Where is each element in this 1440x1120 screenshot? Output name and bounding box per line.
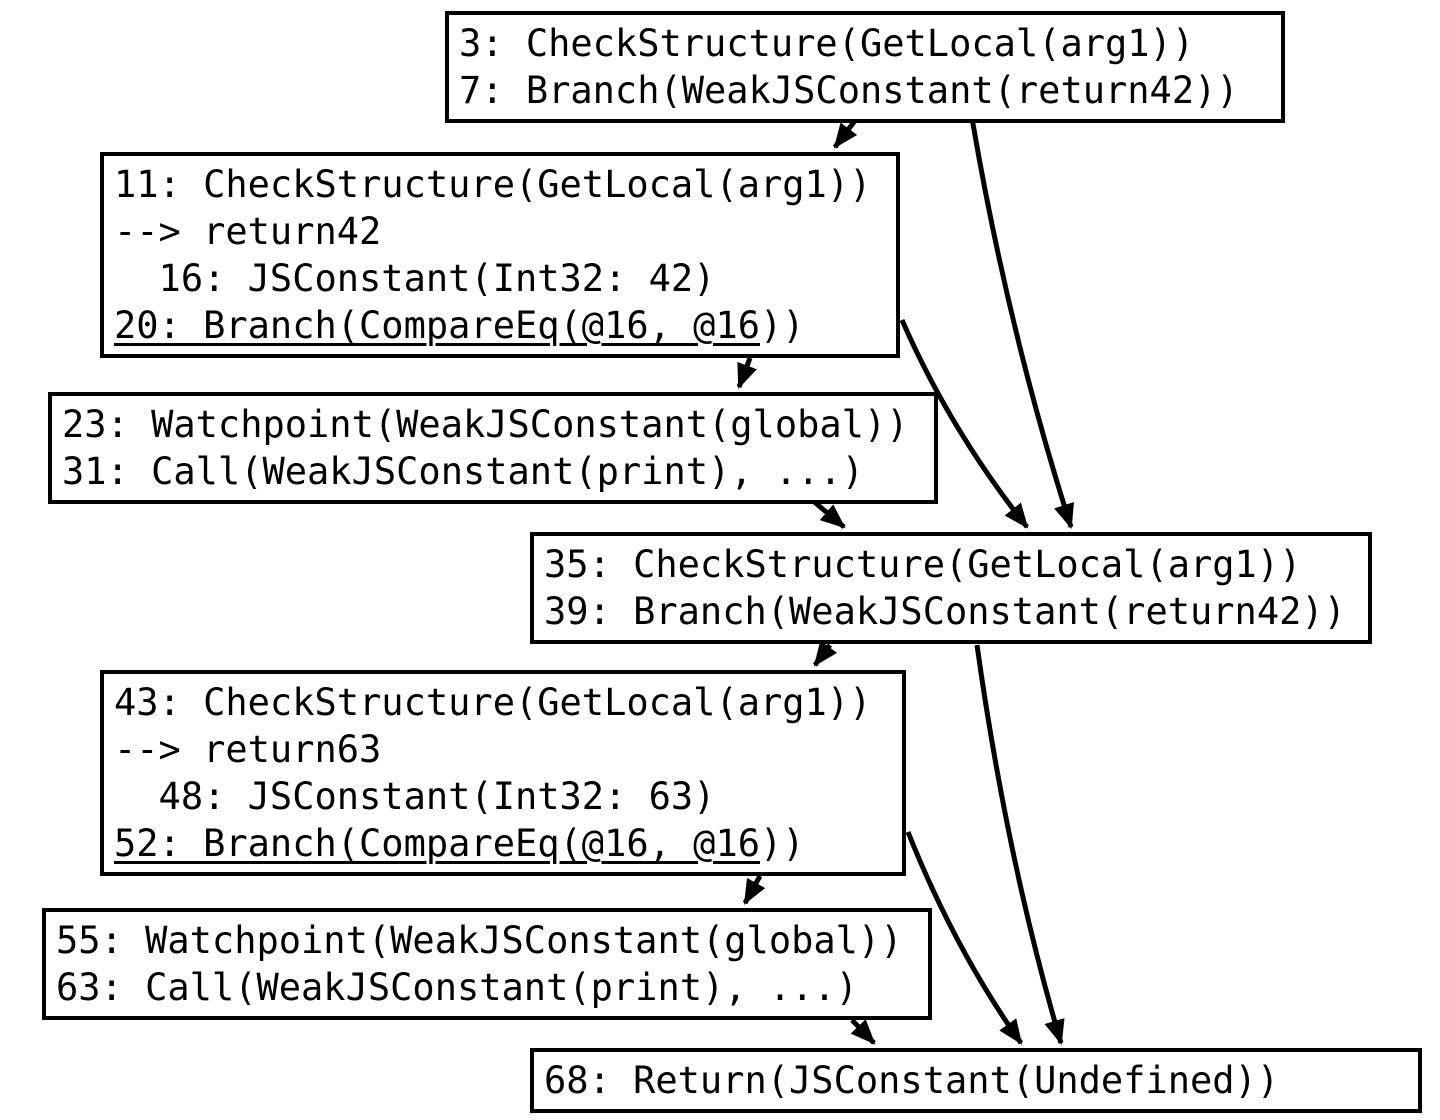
edge-block-43-to-block-55 <box>742 874 766 905</box>
instruction-line: 7: Branch(WeakJSConstant(return42)) <box>459 69 1239 112</box>
node-block-3: 3: CheckStructure(GetLocal(arg1)) 7: Bra… <box>445 11 1285 123</box>
edge-block-11-to-block-35 <box>899 318 1029 529</box>
edge-block-11-to-block-23 <box>736 357 757 389</box>
edge-block-3-to-block-35 <box>969 117 1074 529</box>
plain-text: )) <box>760 304 805 347</box>
instruction-line: 39: Branch(WeakJSConstant(return42)) <box>544 590 1346 633</box>
node-block-55: 55: Watchpoint(WeakJSConstant(global)) 6… <box>42 908 932 1020</box>
instruction-line: 68: Return(JSConstant(Undefined)) <box>544 1059 1280 1102</box>
osr-exit-label: --> return63 <box>114 728 382 771</box>
instruction-line: 11: CheckStructure(GetLocal(arg1)) <box>114 163 872 206</box>
plain-text: )) <box>760 822 805 865</box>
edge-block-35-to-block-43 <box>813 640 838 667</box>
instruction-line: 23: Watchpoint(WeakJSConstant(global)) <box>62 403 909 446</box>
edge-block-55-to-block-68 <box>850 1018 876 1045</box>
instruction-line: 31: Call(WeakJSConstant(print), ...) <box>62 450 864 493</box>
instruction-line: 3: CheckStructure(GetLocal(arg1)) <box>459 22 1195 65</box>
underlined-text: 20: Branch(CompareEq(@16, @16 <box>114 304 761 347</box>
edge-block-23-to-block-35 <box>810 498 846 529</box>
osr-exit-label: --> return42 <box>114 210 382 253</box>
edge-block-43-to-block-68 <box>905 831 1024 1045</box>
node-block-23: 23: Watchpoint(WeakJSConstant(global)) 3… <box>48 392 938 504</box>
instruction-line: 48: JSConstant(Int32: 63) <box>114 775 716 818</box>
instruction-line-underlined: 20: Branch(CompareEq(@16, @16)) <box>114 302 886 349</box>
instruction-line: 55: Watchpoint(WeakJSConstant(global)) <box>56 919 903 962</box>
edge-block-35-to-block-68 <box>974 644 1065 1045</box>
node-block-35: 35: CheckStructure(GetLocal(arg1)) 39: B… <box>530 532 1372 644</box>
node-block-43: 43: CheckStructure(GetLocal(arg1)) --> r… <box>100 670 906 876</box>
instruction-line: 63: Call(WeakJSConstant(print), ...) <box>56 966 858 1009</box>
underlined-text: 52: Branch(CompareEq(@16, @16 <box>114 822 761 865</box>
instruction-line-underlined: 52: Branch(CompareEq(@16, @16)) <box>114 820 892 867</box>
node-block-68: 68: Return(JSConstant(Undefined)) <box>530 1048 1422 1113</box>
instruction-line: 35: CheckStructure(GetLocal(arg1)) <box>544 543 1302 586</box>
instruction-line: 16: JSConstant(Int32: 42) <box>114 257 716 300</box>
instruction-line: 43: CheckStructure(GetLocal(arg1)) <box>114 681 872 724</box>
node-block-11: 11: CheckStructure(GetLocal(arg1)) --> r… <box>100 152 900 358</box>
